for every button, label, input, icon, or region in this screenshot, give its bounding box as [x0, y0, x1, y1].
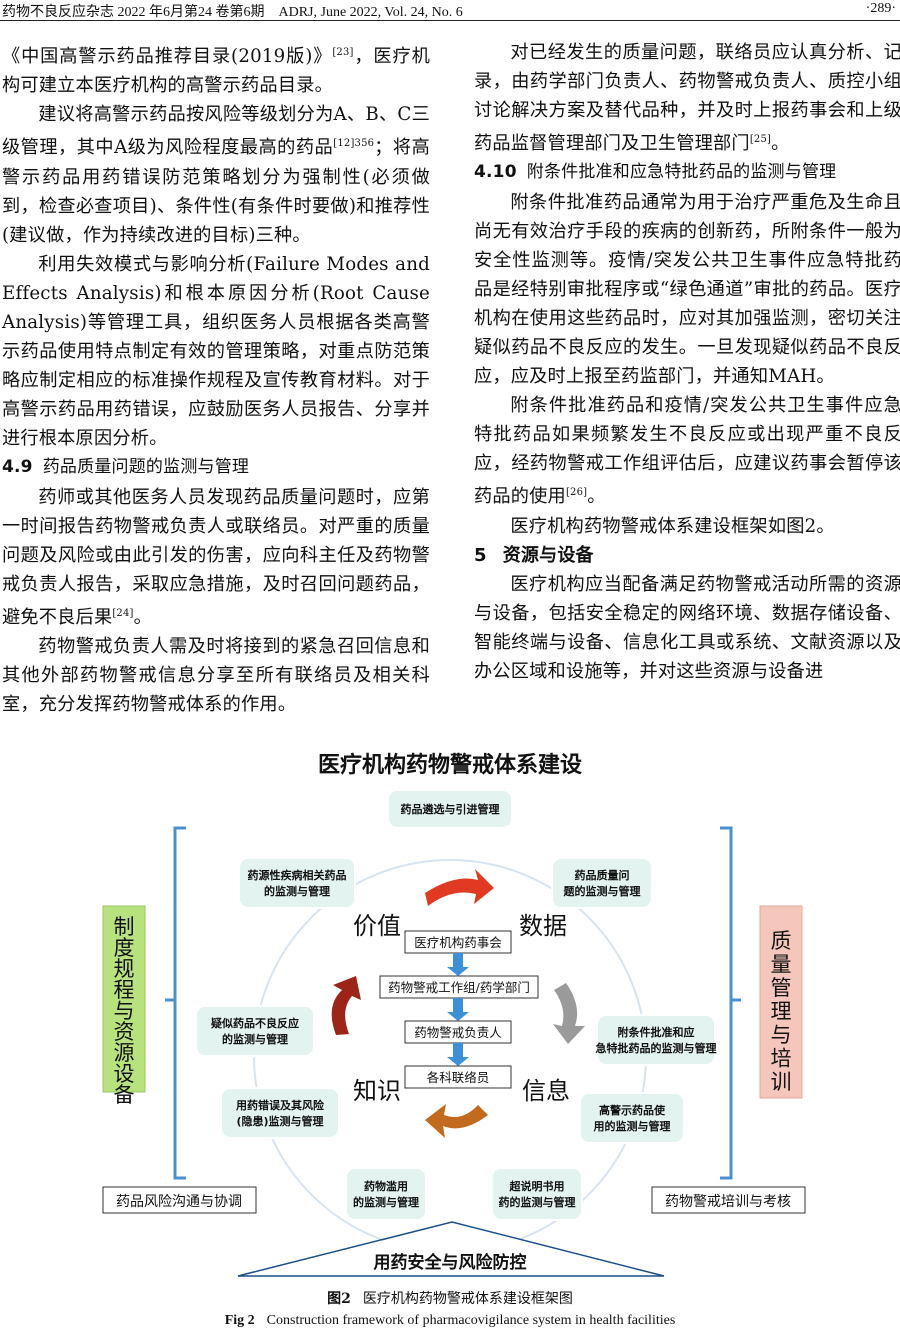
circle-item-bg — [345, 1167, 427, 1221]
circle-item-6: 药物滥用的监测与管理 — [345, 1167, 427, 1221]
quadrant-data: 数据 — [519, 912, 567, 940]
cycle-arrow-brown-icon — [425, 1104, 488, 1138]
paragraph: 《中国高警示药品推荐目录(2019版)》[23]，医疗机构可建立本医疗机构的高警… — [2, 46, 430, 97]
circle-items: 药品遴选与引进管理药品质量问题的监测与管理附条件批准和应急特批药品的监测与管理高… — [195, 789, 717, 1221]
training-label: 药物警戒培训与考核 — [665, 1194, 791, 1210]
circle-item-2: 药品质量问题的监测与管理 — [551, 857, 653, 909]
brackets — [165, 826, 741, 1180]
journal-info: 药物不良反应杂志 2022 年6月第24 卷第6期 ADRJ, June 202… — [2, 5, 463, 20]
circle-item-label: 药物滥用的监测与管理 — [353, 1179, 419, 1209]
circle-item-label: 药源性疾病相关药品的监测与管理 — [248, 868, 347, 898]
cycle-ring — [253, 859, 647, 1253]
chain-down-arrow-icon — [447, 1043, 469, 1066]
chain-box-label: 各科联络员 — [427, 1070, 490, 1085]
framework-diagram: 医疗机构药物警戒体系建设 制度规程与资源设备 质量管理与培训 药品遴选与引进管理… — [102, 752, 806, 1277]
right-brace-icon — [720, 826, 741, 1180]
left-column: 《中国高警示药品推荐目录(2019版)》[23]，医疗机构可建立本医疗机构的高警… — [2, 38, 430, 719]
chain-box-label: 药物警戒工作组/药学部门 — [388, 980, 530, 995]
paragraph: 对已经发生的质量问题，联络员应认真分析、记录，由药学部门负责人、药物警戒负责人、… — [474, 42, 900, 155]
right-column: 对已经发生的质量问题，联络员应认真分析、记录，由药学部门负责人、药物警戒负责人、… — [474, 38, 900, 686]
left-brace-icon — [165, 826, 186, 1180]
foundation-label: 用药安全与风险防控 — [374, 1252, 527, 1273]
circle-item-bg — [220, 1087, 340, 1139]
circle-item-label: 高警示药品使用的监测与管理 — [594, 1103, 671, 1133]
cycle-arrow-red-icon — [425, 869, 494, 906]
risk-communication-box — [102, 1186, 257, 1214]
chain-box-4: 各科联络员 — [404, 1065, 512, 1089]
paragraph: 附条件批准药品和疫情/突发公共卫生事件应急特批药品如果频繁发生不良反应或出现严重… — [474, 395, 900, 508]
circle-item-label: 药品遴选与引进管理 — [401, 802, 500, 816]
circle-item-4: 高警示药品使用的监测与管理 — [579, 1092, 685, 1144]
paragraph: 医疗机构应当配备满足药物警戒活动所需的资源与设备，包括安全稳定的网络环境、数据存… — [474, 573, 900, 683]
paragraph: 药师或其他医务人员发现药品质量问题时，应第一时间报告药物警戒负责人或联络员。对严… — [2, 486, 430, 628]
circle-item-bg — [238, 857, 356, 909]
page-number: ·289· — [865, 1, 896, 16]
cycle-arrow-darkred-icon — [331, 976, 361, 1035]
circle-item-label: 附条件批准和应急特批药品的监测与管理 — [596, 1025, 717, 1055]
cycle-arrow-gray-icon — [553, 983, 585, 1044]
chain-down-arrow-icon — [447, 998, 469, 1021]
circle-item-1: 药品遴选与引进管理 — [387, 789, 513, 829]
paragraph: 建议将高警示药品按风险等级划分为A、B、C三级管理，其中A级为风险程度最高的药品… — [2, 104, 430, 246]
risk-communication-label: 药品风险沟通与协调 — [116, 1194, 242, 1210]
left-pillar-bg — [102, 905, 146, 1093]
running-header: 药物不良反应杂志 2022 年6月第24 卷第6期 ADRJ, June 202… — [0, 0, 900, 21]
circle-item-8: 疑似药品不良反应的监测与管理 — [195, 1005, 315, 1057]
chain-box-2: 药物警戒工作组/药学部门 — [379, 975, 539, 999]
right-pillar-label: 质量管理与培训 — [771, 929, 792, 1094]
right-pillar-bg — [759, 905, 803, 1099]
paragraph: 医疗机构药物警戒体系建设框架如图2。 — [510, 515, 835, 537]
citation[interactable]: [12]356 — [333, 138, 375, 150]
circle-item-3: 附条件批准和应急特批药品的监测与管理 — [596, 1014, 717, 1066]
circle-item-bg — [387, 789, 513, 829]
paragraph: 利用失效模式与影响分析(Failure Modes and Effects An… — [2, 253, 430, 450]
circle-item-bg — [596, 1014, 716, 1066]
chain-box-label: 药物警戒负责人 — [414, 1025, 502, 1040]
chain-box-bg — [404, 1065, 512, 1089]
circle-item-label: 用药错误及其风险(隐患)监测与管理 — [236, 1098, 325, 1128]
circle-item-bg — [579, 1092, 685, 1144]
citation[interactable]: [25] — [749, 134, 772, 146]
quadrant-value: 价值 — [353, 912, 401, 940]
diagram-title: 医疗机构药物警戒体系建设 — [318, 752, 582, 778]
circle-item-label: 药品质量问题的监测与管理 — [564, 868, 641, 898]
quadrant-knowledge: 知识 — [353, 1077, 401, 1105]
circle-item-bg — [195, 1005, 315, 1057]
chain-box-1: 医疗机构药事会 — [404, 930, 512, 954]
left-pillar: 制度规程与资源设备 — [102, 905, 146, 1107]
circle-item-5: 超说明书用药的监测与管理 — [491, 1167, 583, 1221]
chain-down-arrow-icon — [447, 953, 469, 976]
quadrant-information: 信息 — [522, 1077, 570, 1105]
circle-item-9: 药源性疾病相关药品的监测与管理 — [238, 857, 356, 909]
circle-item-bg — [551, 857, 653, 909]
foundation-triangle — [237, 1221, 665, 1277]
paragraph: 附条件批准药品通常为用于治疗严重危及生命且尚无有效治疗手段的疾病的创新药，所附条… — [474, 191, 900, 388]
chain-box-label: 医疗机构药事会 — [414, 935, 502, 950]
training-box — [651, 1186, 806, 1214]
citation[interactable]: [24] — [112, 607, 134, 619]
left-pillar-label: 制度规程与资源设备 — [114, 915, 135, 1107]
circle-item-label: 疑似药品不良反应的监测与管理 — [211, 1016, 299, 1046]
citation[interactable]: [23] — [332, 47, 354, 58]
citation[interactable]: [26] — [565, 487, 588, 499]
right-pillar: 质量管理与培训 — [759, 905, 803, 1099]
paragraph: 药物警戒负责人需及时将接到的紧急召回信息和其他外部药物警戒信息分享至所有联络员及… — [2, 636, 430, 716]
circle-item-label: 超说明书用药的监测与管理 — [499, 1179, 576, 1209]
chain-box-3: 药物警戒负责人 — [404, 1020, 512, 1044]
circle-item-7: 用药错误及其风险(隐患)监测与管理 — [220, 1087, 340, 1139]
circle-item-bg — [491, 1167, 583, 1221]
